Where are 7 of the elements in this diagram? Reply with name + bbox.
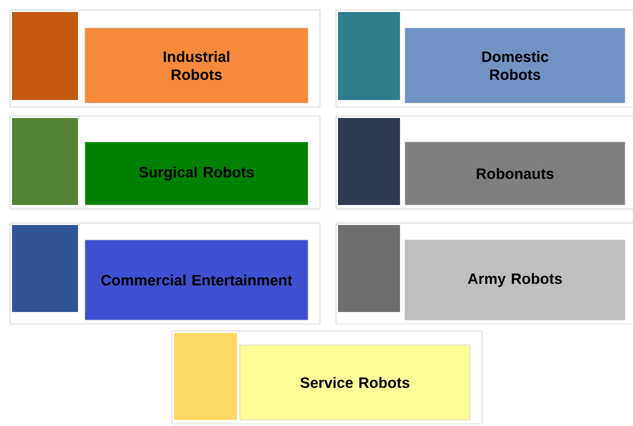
label-box: Surgical Robots <box>84 142 308 206</box>
label-box: Army Robots <box>404 240 626 320</box>
label-box: Service Robots <box>240 344 470 420</box>
label-box: Robonauts <box>404 142 626 206</box>
label-box: Domestic Robots <box>404 28 626 104</box>
label-box: Industrial Robots <box>84 28 308 104</box>
label-box: Commercial Entertainment <box>84 240 308 320</box>
